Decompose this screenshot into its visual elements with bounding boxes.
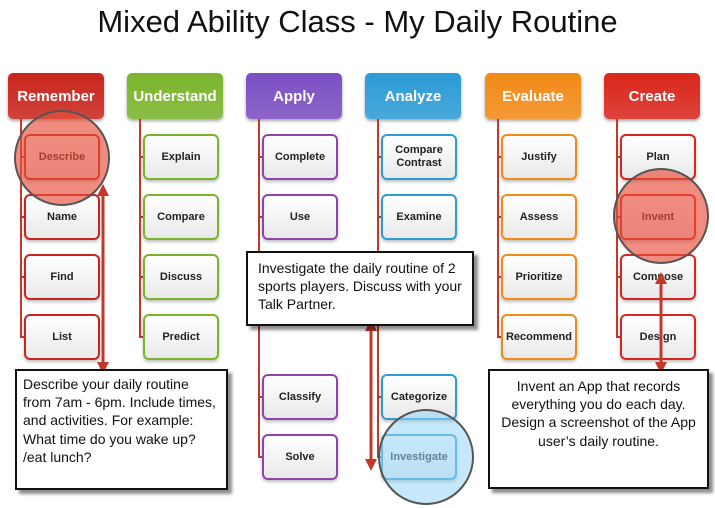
item-compare: Compare bbox=[143, 194, 219, 240]
item-recommend: Recommend bbox=[501, 314, 577, 360]
header-remember: Remember bbox=[8, 73, 104, 119]
item-list: List bbox=[24, 314, 100, 360]
header-evaluate: Evaluate bbox=[485, 73, 581, 119]
connector-tick bbox=[616, 156, 622, 158]
connector-tick bbox=[258, 456, 264, 458]
connector-tick bbox=[139, 276, 145, 278]
connector-tick bbox=[497, 276, 503, 278]
connector-tick bbox=[139, 156, 145, 158]
item-predict: Predict bbox=[143, 314, 219, 360]
item-explain: Explain bbox=[143, 134, 219, 180]
header-create: Create bbox=[604, 73, 700, 119]
page-title: Mixed Ability Class - My Daily Routine bbox=[97, 4, 618, 39]
connector-line bbox=[497, 119, 499, 337]
item-examine: Examine bbox=[381, 194, 457, 240]
item-justify: Justify bbox=[501, 134, 577, 180]
connector-tick bbox=[377, 156, 383, 158]
header-apply: Apply bbox=[246, 73, 342, 119]
item-classify: Classify bbox=[262, 374, 338, 420]
connector-tick bbox=[139, 336, 145, 338]
highlight-circle-describe bbox=[14, 110, 110, 206]
highlight-circle-invent bbox=[613, 168, 709, 264]
header-analyze: Analyze bbox=[365, 73, 461, 119]
item-prioritize: Prioritize bbox=[501, 254, 577, 300]
connector-tick bbox=[616, 336, 622, 338]
note-create: Invent an App that records everything yo… bbox=[488, 369, 709, 489]
connector-line bbox=[139, 119, 141, 337]
connector-tick bbox=[497, 216, 503, 218]
item-categorize: Categorize bbox=[381, 374, 457, 420]
connector-tick bbox=[139, 216, 145, 218]
item-solve: Solve bbox=[262, 434, 338, 480]
highlight-circle-investigate bbox=[378, 409, 474, 505]
item-complete: Complete bbox=[262, 134, 338, 180]
item-use: Use bbox=[262, 194, 338, 240]
connector-tick bbox=[497, 336, 503, 338]
connector-tick bbox=[20, 216, 26, 218]
connector-tick bbox=[20, 276, 26, 278]
connector-tick bbox=[497, 156, 503, 158]
note-remember: Describe your daily routine from 7am - 6… bbox=[15, 369, 228, 490]
connector-tick bbox=[258, 396, 264, 398]
connector-tick bbox=[258, 156, 264, 158]
connector-tick bbox=[377, 396, 383, 398]
connector-tick bbox=[377, 216, 383, 218]
connector-line bbox=[20, 119, 22, 337]
note-analyze: Investigate the daily routine of 2 sport… bbox=[246, 251, 474, 326]
header-understand: Understand bbox=[127, 73, 223, 119]
connector-tick bbox=[616, 276, 622, 278]
connector-tick bbox=[258, 216, 264, 218]
item-discuss: Discuss bbox=[143, 254, 219, 300]
connector-tick bbox=[20, 336, 26, 338]
item-assess: Assess bbox=[501, 194, 577, 240]
item-compare-contrast: Compare Contrast bbox=[381, 134, 457, 180]
